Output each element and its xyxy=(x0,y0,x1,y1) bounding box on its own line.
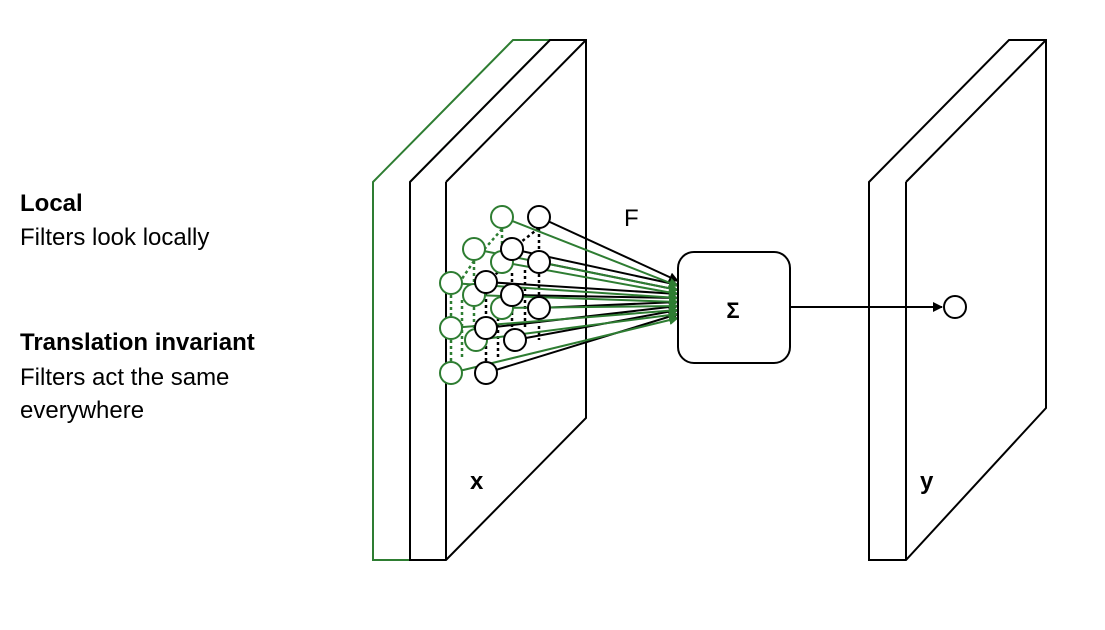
neuron-black xyxy=(500,237,524,261)
neuron-black xyxy=(500,283,524,307)
black-neuron-dotted-links xyxy=(484,227,541,361)
neuron-black xyxy=(527,205,551,229)
black-filter-neurons xyxy=(474,205,551,385)
neuron-black xyxy=(474,316,498,340)
neuron-black xyxy=(474,270,498,294)
green-filter-neurons xyxy=(439,205,514,385)
neuron-green xyxy=(439,316,463,340)
neuron-black xyxy=(474,361,498,385)
neuron-black xyxy=(503,328,527,352)
local-title: Local xyxy=(20,190,83,217)
translation-invariant-description-line2: everywhere xyxy=(20,397,145,424)
output-label-y: y xyxy=(920,468,934,495)
neuron-black xyxy=(527,296,551,320)
neuron-green xyxy=(439,361,463,385)
output-neuron xyxy=(943,295,967,319)
filter-label: F xyxy=(624,205,639,232)
local-description: Filters look locally xyxy=(20,224,210,251)
neuron-green xyxy=(439,271,463,295)
neuron-green xyxy=(490,205,514,229)
translation-invariant-title: Translation invariant xyxy=(20,329,255,356)
sum-symbol: Σ xyxy=(726,298,739,323)
neuron-black xyxy=(527,250,551,274)
translation-invariant-description-line1: Filters act the same xyxy=(20,364,230,391)
input-label-x: x xyxy=(470,468,484,495)
neuron-green xyxy=(462,237,486,261)
